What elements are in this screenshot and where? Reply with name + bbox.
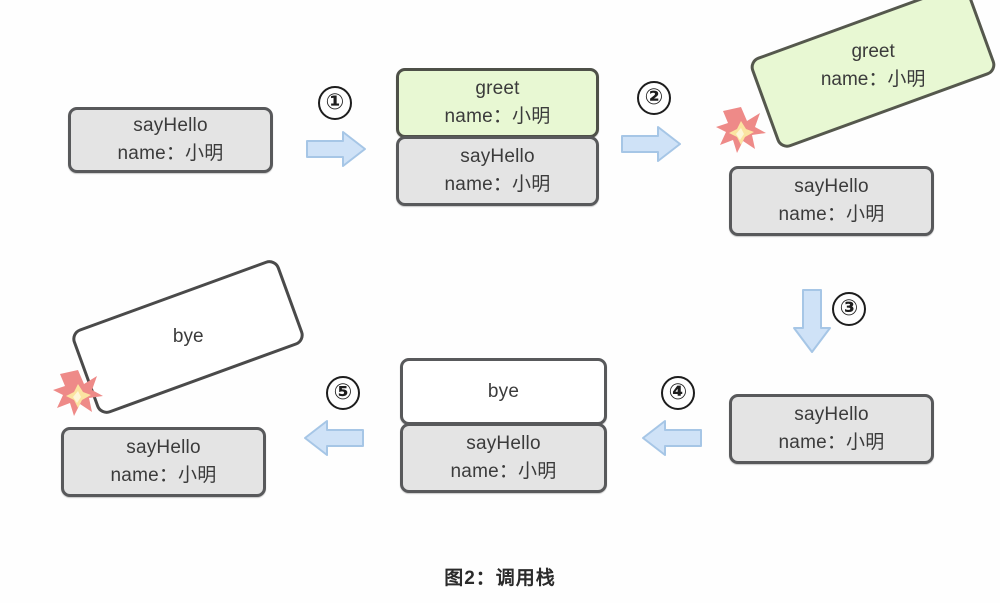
stage-6-frame-sayhello: sayHello name：小明	[61, 427, 266, 497]
step-4-badge: ④	[661, 376, 695, 410]
frame-title: sayHello	[466, 433, 541, 455]
stage-3-explosion-icon	[715, 103, 766, 153]
frame-title: sayHello	[794, 404, 869, 426]
stage-2-frame-sayhello: sayHello name：小明	[396, 136, 599, 206]
frame-variable: name：小明	[444, 174, 551, 195]
frame-title: greet	[851, 41, 895, 63]
frame-variable: name：小明	[444, 106, 551, 127]
stage-5-stack: bye sayHello name：小明	[400, 358, 607, 493]
frame-variable: name：小明	[820, 69, 926, 90]
stage-6-explosion-icon	[52, 366, 103, 416]
frame-variable: name：小明	[450, 461, 557, 482]
step-5-badge: ⑤	[326, 376, 360, 410]
popped-frame-text: bye	[173, 323, 204, 351]
frame-title: sayHello	[460, 146, 535, 168]
stage-5-frame-sayhello: sayHello name：小明	[400, 423, 607, 493]
frame-title: bye	[172, 326, 204, 348]
frame-variable: name：小明	[117, 143, 224, 164]
figure-caption: 图2：调用栈	[444, 568, 556, 589]
popped-frame-text: greet name：小明	[821, 38, 926, 93]
frame-variable: name：小明	[110, 465, 217, 486]
step-1-badge: ①	[318, 86, 352, 120]
frame-variable: name：小明	[778, 432, 885, 453]
frame-title: sayHello	[794, 176, 869, 198]
step-2-badge: ②	[637, 81, 671, 115]
step-4-arrow-left-icon	[641, 418, 703, 458]
frame-title: greet	[475, 78, 520, 100]
stage-1-frame-sayhello: sayHello name：小明	[68, 107, 273, 173]
stage-2-frame-greet: greet name：小明	[396, 68, 599, 138]
step-5-arrow-left-icon	[303, 418, 365, 458]
stage-3-frame-sayhello: sayHello name：小明	[729, 166, 934, 236]
stage-2-stack: greet name：小明 sayHello name：小明	[396, 68, 599, 206]
frame-title: bye	[487, 380, 520, 402]
stage-4-frame-sayhello: sayHello name：小明	[729, 394, 934, 464]
step-2-arrow-right-icon	[620, 124, 682, 164]
stage-5-frame-bye: bye	[400, 358, 607, 425]
step-3-badge: ③	[832, 292, 866, 326]
stage-6-frame-bye-popped: bye	[69, 257, 307, 417]
stage-3-frame-greet-popped: greet name：小明	[747, 0, 999, 151]
step-3-arrow-down-icon	[790, 288, 834, 354]
frame-title: sayHello	[133, 115, 208, 137]
step-1-arrow-right-icon	[305, 129, 367, 169]
frame-title: sayHello	[126, 437, 201, 459]
frame-variable: name：小明	[778, 204, 885, 225]
